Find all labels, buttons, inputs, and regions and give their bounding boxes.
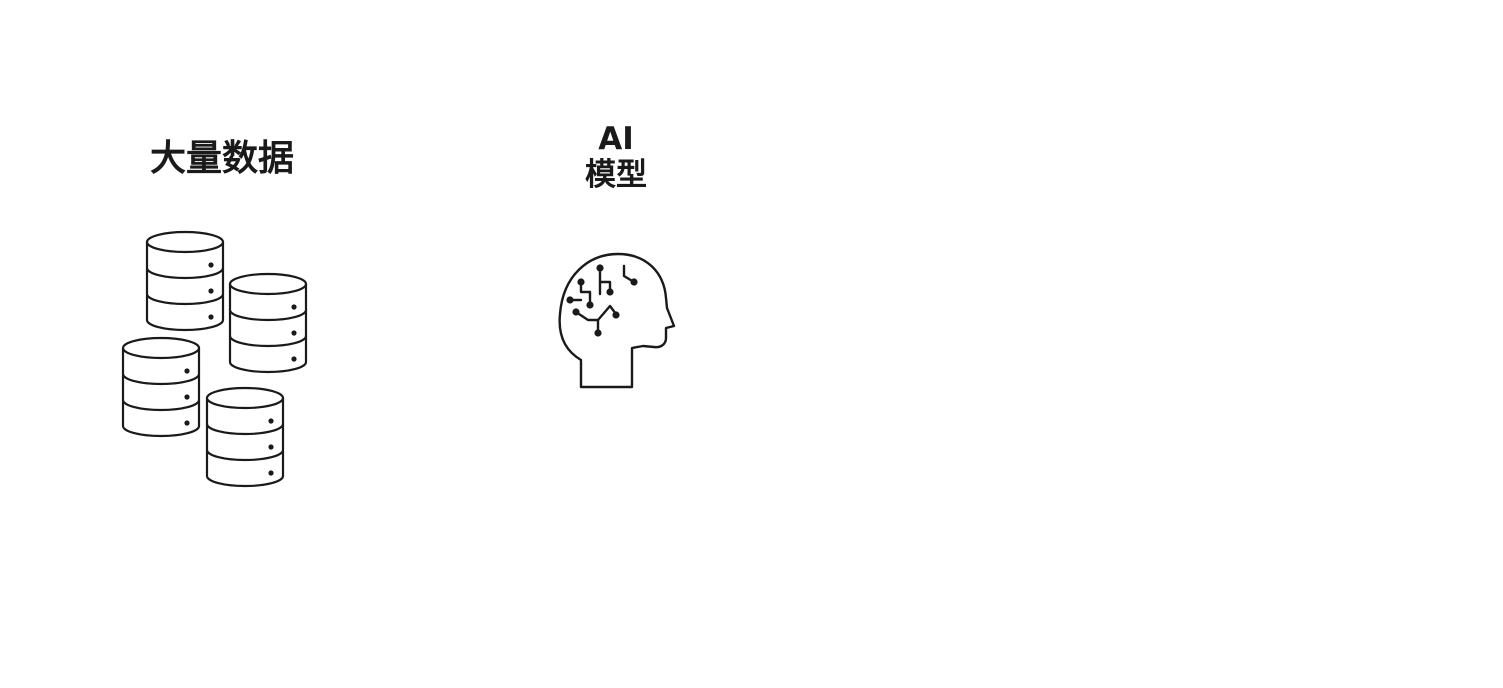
- database-icon: [121, 336, 201, 438]
- ai-head-circuit-icon: [548, 248, 680, 396]
- database-icon: [145, 230, 225, 332]
- circuit-traces: [568, 264, 636, 334]
- database-stack-icon: [112, 222, 322, 498]
- circuit-nodes: [566, 264, 638, 337]
- model-title-line2: 模型: [585, 156, 647, 193]
- data-node-title: 大量数据: [149, 138, 294, 179]
- database-icon: [205, 386, 285, 488]
- model-title-line1: AI: [598, 121, 634, 157]
- model-node-title: AI 模型: [556, 121, 676, 193]
- database-icon: [228, 272, 308, 374]
- head-outline: [558, 252, 676, 389]
